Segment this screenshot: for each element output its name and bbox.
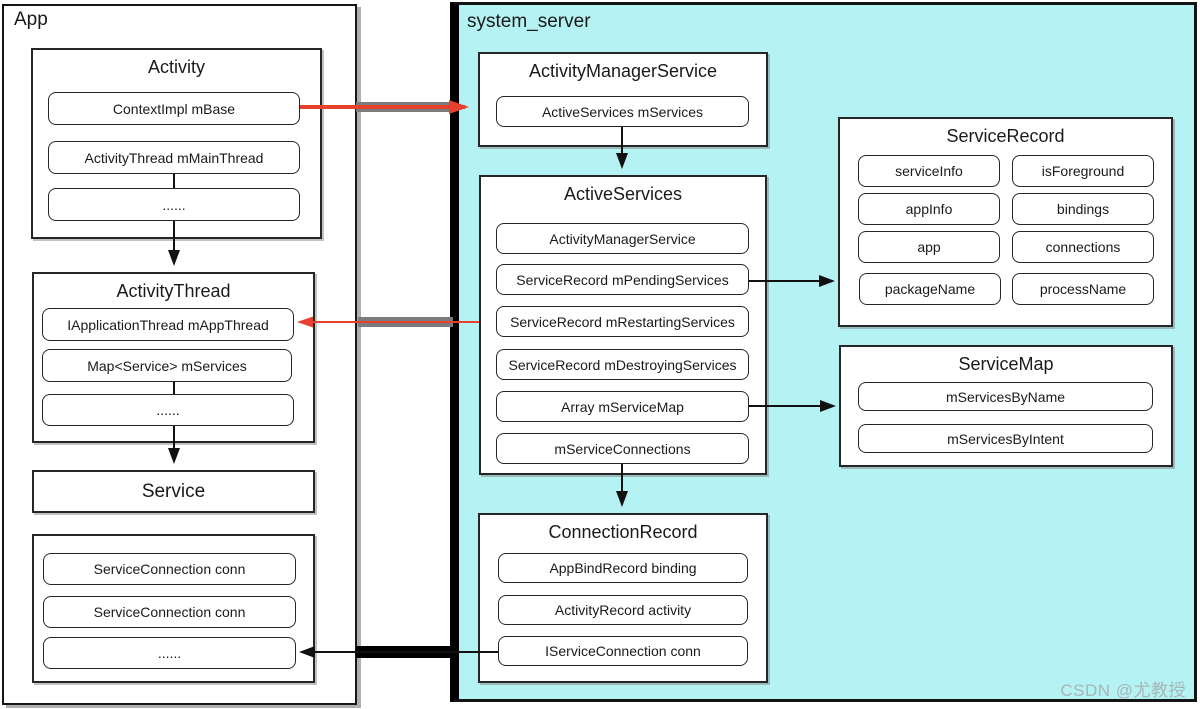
field-sr-packagename: packageName — [859, 273, 1001, 305]
activeservices-class-title: ActiveServices — [563, 184, 683, 204]
field-sr-processname: processName — [1012, 273, 1154, 305]
activitythread-class-title: ActivityThread — [116, 281, 231, 301]
field-activeservices-mservices: ActiveServices mServices — [496, 96, 749, 127]
field-cr-appbindrecord-binding: AppBindRecord binding — [498, 553, 748, 583]
binder-bar-black — [356, 646, 453, 658]
field-cr-activityrecord-activity: ActivityRecord activity — [498, 595, 748, 625]
field-as-activitymanagerservice: ActivityManagerService — [496, 223, 749, 254]
binder-bar-grey-middle — [358, 317, 453, 327]
field-activitythread-mmainthread: ActivityThread mMainThread — [48, 141, 300, 174]
field-activity-ellipsis: ...... — [48, 188, 300, 221]
field-activitythread-ellipsis: ...... — [42, 394, 294, 426]
field-serviceconnection-conn-1: ServiceConnection conn — [43, 553, 296, 585]
app-panel-title: App — [14, 9, 48, 30]
field-iapplicationthread-mappthread: IApplicationThread mAppThread — [42, 308, 294, 341]
field-sm-mservicesbyintent: mServicesByIntent — [858, 424, 1153, 453]
field-contextimpl-mbase: ContextImpl mBase — [48, 92, 300, 125]
binder-bar-grey-top — [356, 102, 453, 112]
servicemap-class-title: ServiceMap — [958, 354, 1054, 374]
field-as-array-mservicemap: Array mServiceMap — [496, 391, 749, 422]
field-as-mserviceconnections: mServiceConnections — [496, 433, 749, 464]
field-sr-bindings: bindings — [1012, 193, 1154, 225]
field-sm-mservicesbyname: mServicesByName — [858, 382, 1153, 411]
field-sr-serviceinfo: serviceInfo — [858, 155, 1000, 187]
csdn-watermark: CSDN @尤教授 — [1060, 681, 1186, 700]
field-sr-appinfo: appInfo — [858, 193, 1000, 225]
field-as-mpendingservices: ServiceRecord mPendingServices — [496, 264, 749, 295]
field-connections-ellipsis: ...... — [43, 637, 296, 669]
field-map-service-mservices: Map<Service> mServices — [42, 349, 292, 382]
service-class-title: Service — [141, 480, 206, 502]
connectionrecord-class-title: ConnectionRecord — [548, 522, 698, 542]
system-server-panel-title: system_server — [467, 11, 591, 32]
field-as-mrestartingservices: ServiceRecord mRestartingServices — [496, 306, 749, 337]
servicerecord-class-title: ServiceRecord — [946, 126, 1065, 146]
field-as-mdestroyingservices: ServiceRecord mDestroyingServices — [496, 349, 749, 380]
field-cr-iserviceconnection-conn: IServiceConnection conn — [498, 636, 748, 666]
field-sr-isforeground: isForeground — [1012, 155, 1154, 187]
service-class-box: Service — [32, 470, 315, 513]
field-serviceconnection-conn-2: ServiceConnection conn — [43, 596, 296, 628]
field-sr-connections: connections — [1012, 231, 1154, 263]
field-sr-app: app — [858, 231, 1000, 263]
activity-class-title: Activity — [147, 57, 205, 77]
activitymanagerservice-class-title: ActivityManagerService — [528, 61, 718, 81]
